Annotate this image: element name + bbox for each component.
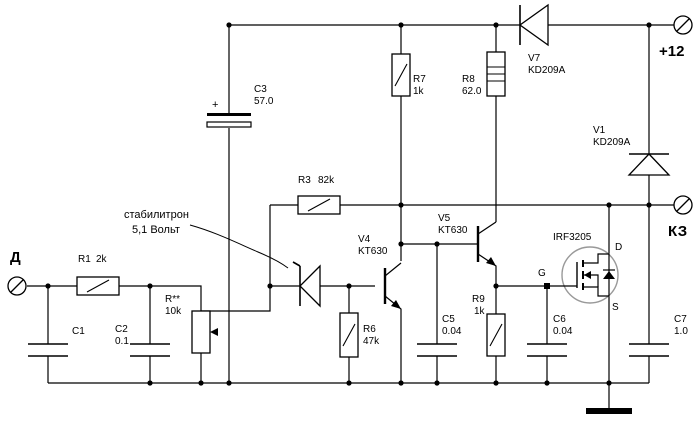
zener-note-line1: стабилитрон bbox=[124, 209, 189, 221]
diode-v7: V7 KD209A bbox=[518, 3, 566, 76]
mosfet-part: IRF3205 bbox=[553, 232, 592, 243]
diode-v1: V1 KD209A bbox=[593, 125, 671, 176]
r7-ref: R7 bbox=[413, 74, 426, 85]
r8-ref: R8 bbox=[462, 74, 475, 85]
resistor-r1: R1 2k bbox=[76, 254, 120, 296]
terminal-plus12[interactable]: +12 bbox=[659, 15, 693, 60]
r9-ref: R9 bbox=[472, 294, 485, 305]
c2-value: 0.1 bbox=[115, 336, 129, 347]
r7-value: 1k bbox=[413, 86, 425, 97]
junction-dots bbox=[45, 22, 652, 386]
c3-ref: C3 bbox=[254, 84, 267, 95]
r6-value: 47k bbox=[363, 336, 380, 347]
mosfet-irf3205: IRF3205 G D S bbox=[538, 232, 622, 313]
c5-value: 0.04 bbox=[442, 326, 462, 337]
ground-symbol bbox=[586, 408, 632, 414]
c3-value: 57.0 bbox=[254, 96, 274, 107]
c2-ref: C2 bbox=[115, 324, 128, 335]
r1-ref: R1 bbox=[78, 254, 91, 265]
v1-ref: V1 bbox=[593, 125, 606, 136]
c5-ref: C5 bbox=[442, 314, 455, 325]
v7-value: KD209A bbox=[528, 65, 566, 76]
transistor-v5: V5 KT630 bbox=[438, 213, 496, 266]
terminal-kz-label: КЗ bbox=[668, 223, 687, 240]
r6-ref: R6 bbox=[363, 324, 376, 335]
v5-value: KT630 bbox=[438, 225, 468, 236]
mosfet-gate-label: G bbox=[538, 268, 546, 279]
c7-ref: C7 bbox=[674, 314, 687, 325]
wiring bbox=[27, 24, 674, 408]
resistor-r6: R6 47k bbox=[339, 312, 380, 358]
capacitor-c3: + C3 57.0 bbox=[206, 84, 274, 128]
zener-note-line2: 5,1 Вольт bbox=[132, 224, 180, 236]
rstar-ref: R** bbox=[165, 294, 180, 305]
c3-polarity: + bbox=[212, 99, 218, 111]
r1-value: 2k bbox=[96, 254, 108, 265]
r3-ref: R3 bbox=[298, 175, 311, 186]
terminal-input-label: Д bbox=[10, 249, 21, 266]
v1-value: KD209A bbox=[593, 137, 631, 148]
transistor-v4: V4 KT630 bbox=[358, 234, 401, 309]
mosfet-drain-label: D bbox=[615, 242, 622, 253]
terminal-input[interactable]: Д bbox=[7, 249, 27, 296]
resistor-r8: R8 62.0 bbox=[462, 51, 506, 97]
c1-ref: C1 bbox=[72, 326, 85, 337]
capacitor-c1: C1 bbox=[28, 326, 85, 357]
potentiometer-rstar: R** 10k bbox=[165, 294, 218, 354]
capacitor-c5: C5 0.04 bbox=[417, 314, 462, 357]
capacitor-c6: C6 0.04 bbox=[527, 314, 573, 357]
r3-value: 82k bbox=[318, 175, 335, 186]
mosfet-source-label: S bbox=[612, 302, 619, 313]
zener-annotation: стабилитрон 5,1 Вольт bbox=[124, 209, 289, 269]
resistor-r7: R7 1k bbox=[391, 53, 426, 97]
rstar-value: 10k bbox=[165, 306, 182, 317]
r9-value: 1k bbox=[474, 306, 486, 317]
resistor-r9: R9 1k bbox=[472, 294, 506, 357]
zener-diode bbox=[292, 261, 321, 308]
capacitor-c2: C2 0.1 bbox=[115, 324, 170, 357]
r8-value: 62.0 bbox=[462, 86, 482, 97]
capacitor-c7: C7 1.0 bbox=[629, 314, 688, 357]
terminal-plus12-label: +12 bbox=[659, 43, 684, 60]
c7-value: 1.0 bbox=[674, 326, 688, 337]
v4-ref: V4 bbox=[358, 234, 371, 245]
v5-ref: V5 bbox=[438, 213, 451, 224]
c6-ref: C6 bbox=[553, 314, 566, 325]
v7-ref: V7 bbox=[528, 53, 541, 64]
v4-value: KT630 bbox=[358, 246, 388, 257]
c6-value: 0.04 bbox=[553, 326, 573, 337]
resistor-r3: R3 82k bbox=[297, 175, 341, 215]
terminal-kz[interactable]: КЗ bbox=[668, 195, 693, 240]
